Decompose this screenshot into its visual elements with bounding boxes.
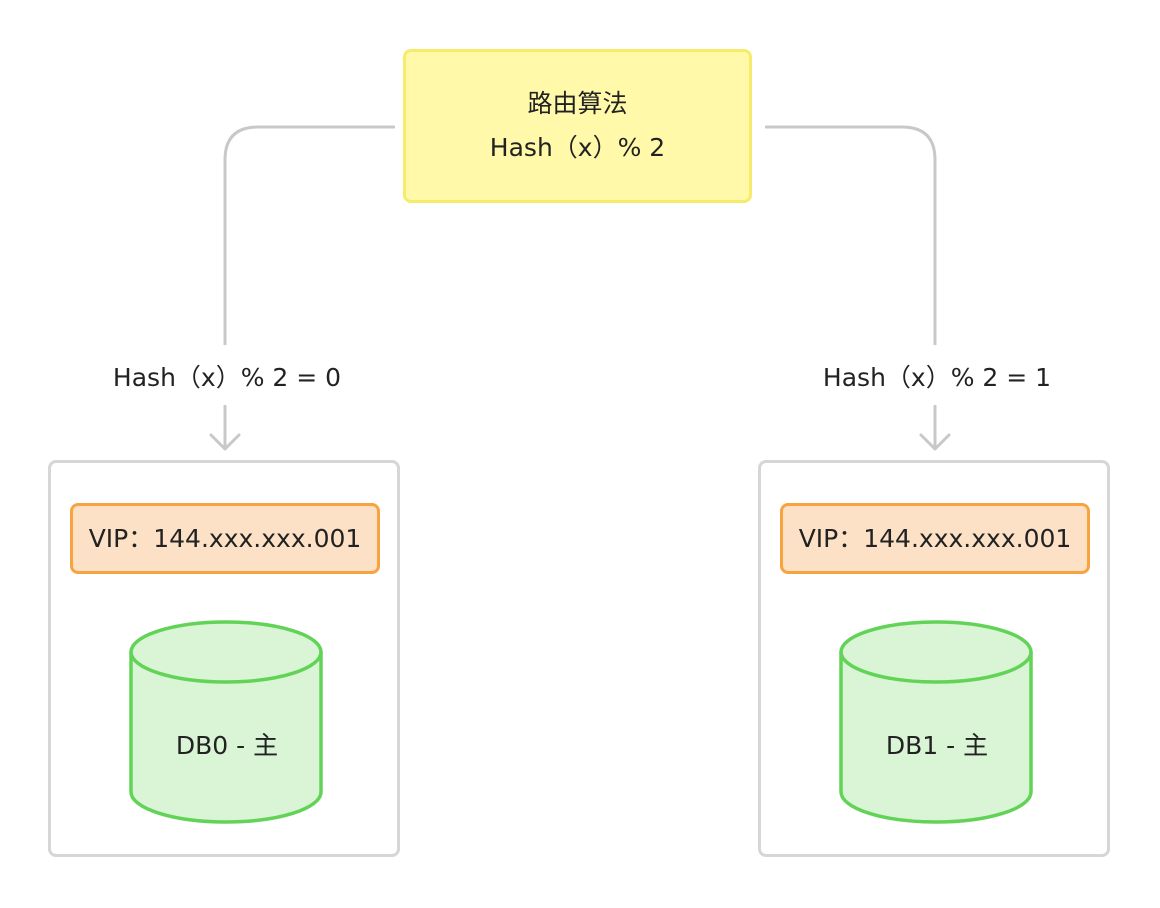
routing-algorithm-box: 路由算法 Hash（x）% 2 — [403, 49, 752, 203]
shard-box-db0: VIP：144.xxx.xxx.001 DB0 - 主 — [48, 460, 400, 857]
arrowhead-right-icon — [919, 433, 951, 451]
database-cylinder-icon — [839, 620, 1033, 824]
connector-right — [765, 125, 937, 345]
shard-box-db1: VIP：144.xxx.xxx.001 DB1 - 主 — [758, 460, 1110, 857]
database-db0: DB0 - 主 — [127, 620, 327, 826]
database-cylinder-icon — [129, 620, 323, 824]
database-label-db1: DB1 - 主 — [885, 731, 989, 760]
router-title: 路由算法 — [527, 89, 628, 118]
connector-left — [223, 125, 395, 345]
database-label-db0: DB0 - 主 — [175, 731, 279, 760]
arrowhead-left-icon — [209, 433, 241, 451]
database-db1: DB1 - 主 — [837, 620, 1037, 826]
edge-label-left: Hash（x）% 2 = 0 — [88, 358, 366, 398]
vip-label-db1: VIP：144.xxx.xxx.001 — [780, 503, 1090, 574]
edge-label-right: Hash（x）% 2 = 1 — [798, 358, 1076, 398]
vip-label-db0: VIP：144.xxx.xxx.001 — [70, 503, 380, 574]
router-formula: Hash（x）% 2 — [489, 133, 666, 162]
